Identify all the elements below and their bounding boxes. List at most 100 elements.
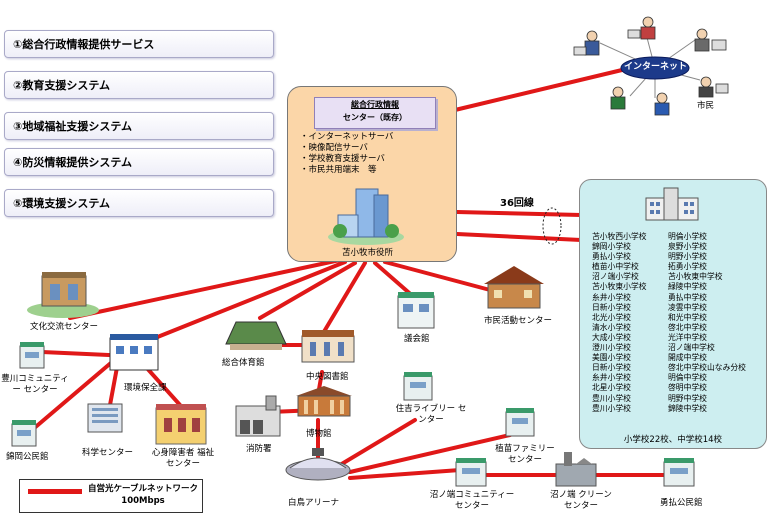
school-item: 豊川小学校	[592, 393, 631, 403]
school-item: 凌雲中学校	[668, 302, 707, 312]
internet-label: インターネット	[624, 62, 688, 72]
school-item: 日新小学校	[592, 302, 631, 312]
label-sumiyoshi: 住吉ライブリー センター	[395, 404, 467, 425]
label-hakubutsu: 博物館	[306, 429, 332, 439]
school-item: 日新小学校	[592, 363, 631, 373]
school-item: 錦岡小学校	[592, 242, 631, 252]
info-center-title-line2: センター（既存）	[343, 113, 407, 122]
school-item: 泉野小学校	[668, 242, 707, 252]
label-toyokawa: 豊川コミュニティー センター	[1, 374, 69, 395]
info-center-box: 総合行政情報 センター（既存） ・インターネットサーバ ・映像配信サーバ ・学校…	[287, 86, 457, 262]
school-item: 植苗小中学校	[592, 262, 639, 272]
service-kyoiku: ②教育支援システム	[4, 71, 274, 99]
cable-schools-b	[455, 232, 583, 242]
school-item: 沼ノ端中学校	[668, 343, 715, 353]
school-item: 明倫小学校	[668, 232, 707, 241]
label-uenae: 植苗ファミリー センター	[495, 444, 555, 465]
cable-bunka	[68, 258, 342, 320]
cable-kagaku	[108, 360, 120, 407]
school-item: 明野小学校	[668, 252, 707, 262]
legend-line2: 100Mbps	[121, 496, 165, 506]
school-item: 勇払小学校	[592, 252, 631, 262]
school-item: 錦陵中学校	[668, 403, 707, 413]
school-item: 苫小牧西小学校	[592, 232, 647, 241]
cable-nishiki	[30, 360, 114, 432]
label-kagaku: 科学センター	[82, 448, 134, 458]
label-clean: 沼ノ端 クリーンセンター	[550, 490, 612, 511]
label-kankyo: 環境保全課	[124, 383, 167, 393]
school-item: 明野中学校	[668, 393, 707, 403]
citizen-label: 市民	[697, 101, 715, 111]
label-tosho: 中央図書館	[306, 372, 349, 382]
service-kankyo: ⑤環境支援システム	[4, 189, 274, 217]
school-item: 北星小学校	[592, 383, 631, 393]
legend-text: 自営光ケーブルネットワーク 100Mbps	[88, 483, 198, 507]
cable-schools-a	[455, 210, 583, 217]
cable-taiiku	[258, 261, 357, 320]
school-item: 沼ノ端小学校	[592, 272, 639, 282]
school-item: 糸井小学校	[592, 373, 631, 383]
service-fukushi: ③地域福祉支援システム	[4, 112, 274, 140]
label-numa-com: 沼ノ端コミュニティー センター	[429, 490, 515, 511]
school-item: 啓北中学校	[668, 322, 707, 332]
school-list-col2: 明倫小学校泉野小学校明野小学校拓勇小学校苫小牧東中学校緑陵中学校勇払中学校凌雲中…	[668, 232, 746, 414]
school-item: 清水小学校	[592, 322, 631, 332]
cable-tosho	[320, 261, 367, 337]
school-item: 和光中学校	[668, 312, 707, 322]
center-item: ・インターネットサーバ	[300, 132, 394, 142]
cable-katsudo	[383, 260, 492, 292]
schools-total: 小学校22校、中学校14校	[623, 435, 723, 445]
school-item: 北光小学校	[592, 312, 631, 322]
line-count-label: 36回線	[500, 198, 534, 209]
center-item: ・映像配信サーバ	[300, 143, 368, 153]
school-item: 啓北中学校山なみ分校	[668, 363, 746, 373]
info-center-services: ・インターネットサーバ ・映像配信サーバ ・学校教育支援サーバ ・市民共用端末 …	[300, 132, 393, 176]
service-bosai: ④防災情報提供システム	[4, 148, 274, 176]
cable-shobo	[268, 408, 320, 414]
cable-shinshin	[143, 364, 182, 407]
school-item: 豊川小学校	[592, 403, 631, 413]
city-hall-icon	[328, 188, 404, 245]
internet-cloud	[599, 29, 701, 98]
school-list-col1: 苫小牧西小学校錦岡小学校勇払小学校植苗小中学校沼ノ端小学校苫小牧東小学校糸井小学…	[592, 232, 647, 414]
label-nishiki: 錦岡公民館	[6, 452, 49, 462]
center-item: ・学校教育支援サーバ	[300, 154, 385, 164]
schools-box: 苫小牧西小学校錦岡小学校勇払小学校植苗小中学校沼ノ端小学校苫小牧東小学校糸井小学…	[579, 179, 767, 449]
cable-internet	[453, 68, 624, 112]
school-item: 大成小学校	[592, 332, 631, 342]
school-item: 糸井小学校	[592, 292, 631, 302]
school-building-icon	[645, 187, 699, 221]
legend-line1: 自営光ケーブルネットワーク	[88, 484, 198, 494]
label-gikai: 議会館	[404, 334, 430, 344]
label-arena: 白鳥アリーナ	[288, 498, 340, 508]
school-item: 光洋中学校	[668, 332, 707, 342]
label-bunka: 文化交流センター	[30, 322, 99, 332]
label-shinshin: 心身障害者 福祉センター	[151, 448, 215, 469]
school-item: 啓明中学校	[668, 383, 707, 393]
school-item: 開成中学校	[668, 353, 707, 363]
cable-numa	[348, 468, 462, 480]
label-katsudo: 市民活動センター	[484, 316, 553, 326]
cable-uenae	[348, 433, 512, 474]
cable-kankyo	[148, 260, 347, 342]
label-yufutsu: 勇払公民館	[660, 498, 703, 508]
school-item: 苫小牧東中学校	[668, 272, 723, 282]
line-bundle-marker	[542, 207, 562, 245]
school-item: 澄川小学校	[592, 343, 631, 353]
label-taiiku: 総合体育館	[222, 358, 265, 368]
legend-cable-swatch	[28, 489, 82, 494]
school-item: 拓勇小学校	[668, 262, 707, 272]
school-item: 美園小学校	[592, 353, 631, 363]
school-item: 明倫中学校	[668, 373, 707, 383]
legend: 自営光ケーブルネットワーク 100Mbps	[19, 479, 203, 513]
service-gyosei: ①総合行政情報提供サービス	[4, 30, 274, 58]
citizen-figures	[573, 16, 729, 116]
school-item: 緑陵中学校	[668, 282, 707, 292]
center-item: ・市民共用端末 等	[300, 165, 377, 175]
info-center-title-line1: 総合行政情報	[351, 100, 399, 109]
school-item: 苫小牧東小学校	[592, 282, 647, 292]
city-hall-label: 苫小牧市役所	[342, 248, 394, 258]
label-shobo: 消防署	[246, 444, 272, 454]
cable-toyokawa	[40, 350, 132, 358]
